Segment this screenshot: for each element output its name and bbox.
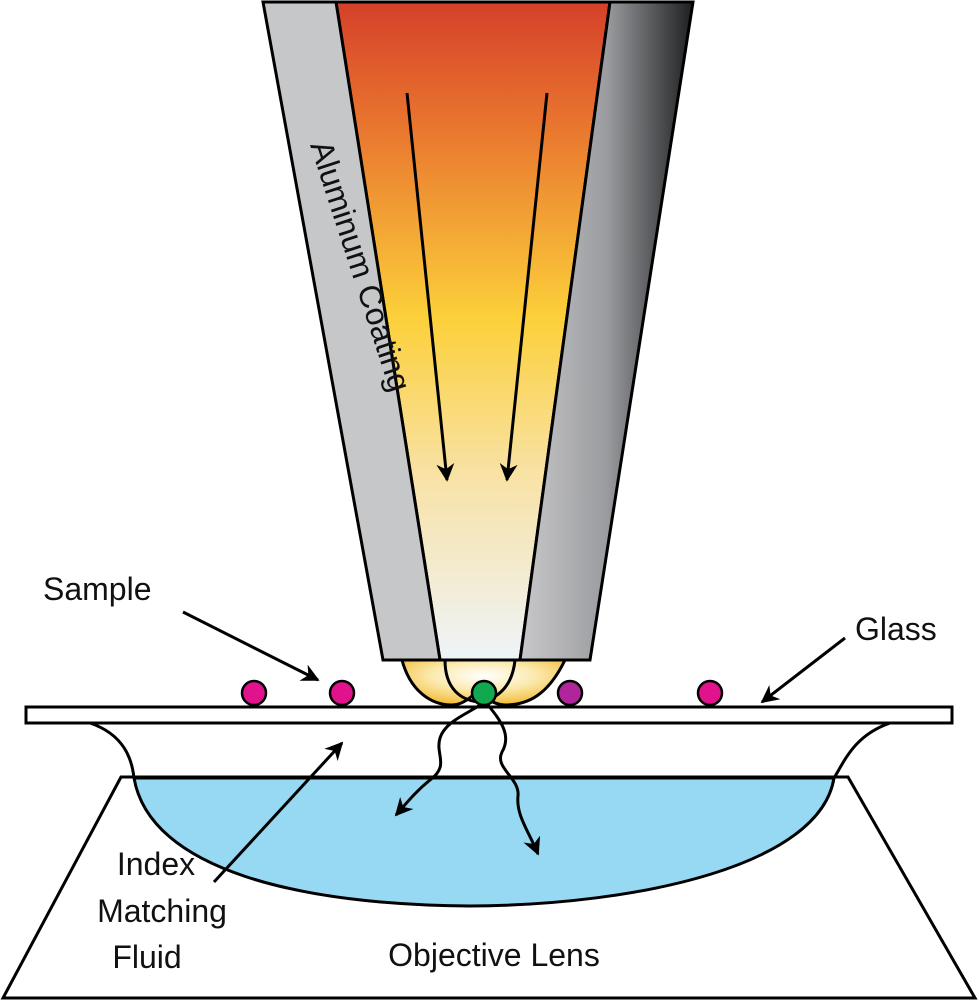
fluid-meniscus <box>89 721 891 779</box>
fluid-label-line3: Fluid <box>112 939 181 975</box>
index-matching-fluid <box>132 776 836 908</box>
light-arrows <box>405 92 549 482</box>
coating-right <box>518 0 695 662</box>
sample-particle <box>556 679 584 707</box>
sample-particle <box>696 679 724 707</box>
fluid-label-line1: Index <box>117 846 195 882</box>
glass-label: Glass <box>855 611 937 647</box>
fluid-label-line2: Matching <box>97 893 227 929</box>
objective-lens-label: Objective Lens <box>388 937 600 973</box>
sample-label: Sample <box>43 571 152 607</box>
glass-slide <box>24 705 954 725</box>
sample-particles <box>240 679 724 707</box>
probe-tip <box>261 0 695 707</box>
emission-arrows <box>394 703 541 856</box>
pointer-lines <box>182 610 846 884</box>
objective-lens <box>0 775 978 1000</box>
sample-particle <box>328 679 356 707</box>
sample-particle <box>240 679 268 707</box>
fluorescing-particle <box>470 679 498 707</box>
